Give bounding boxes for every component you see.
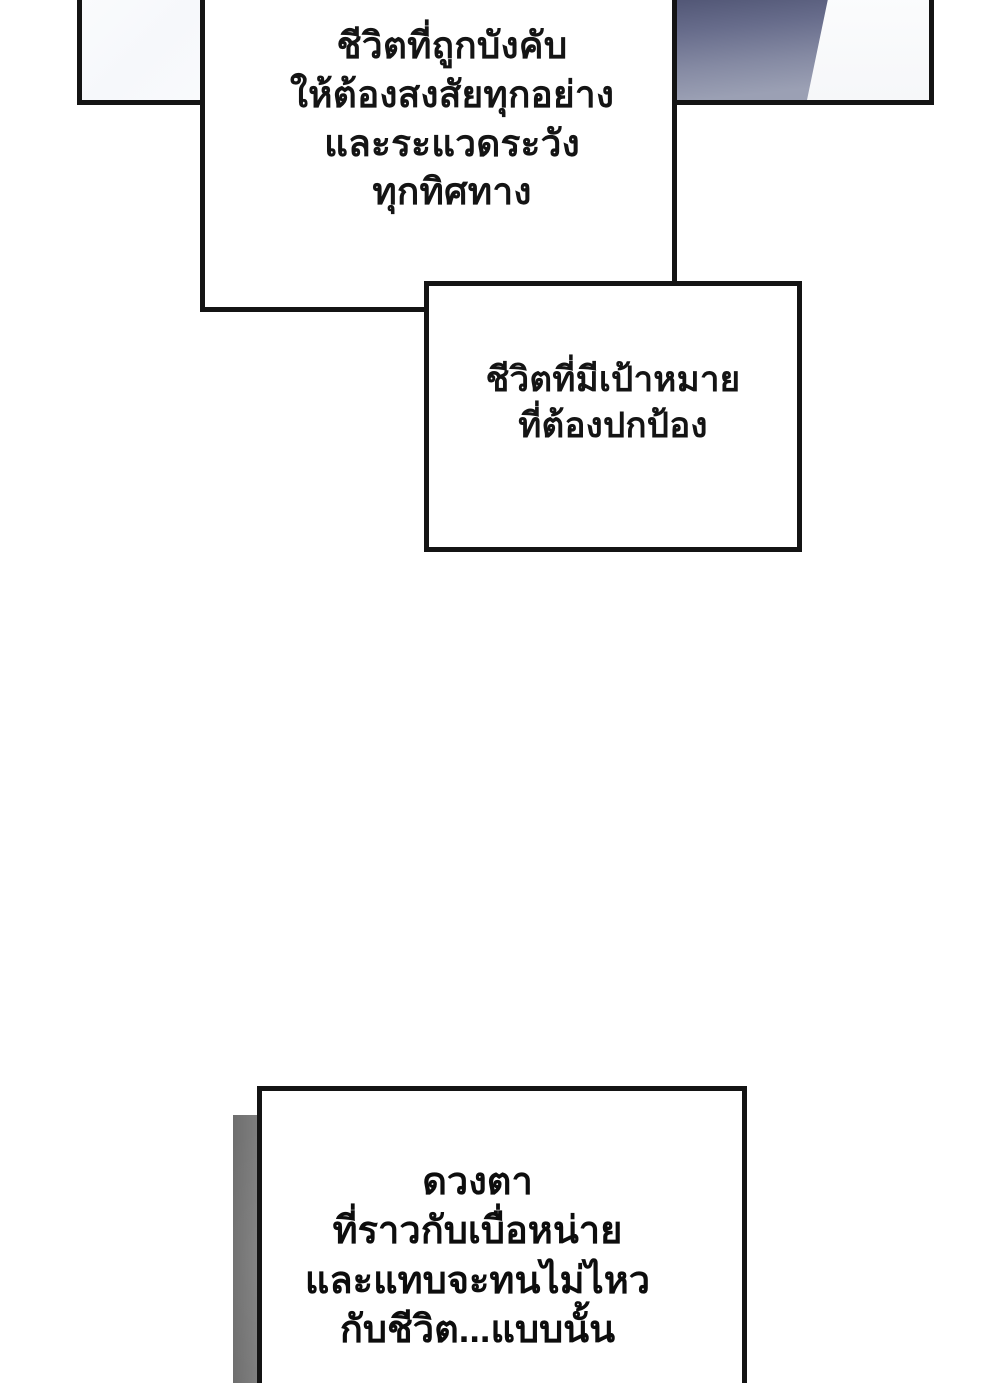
panel-top-narration [200, 0, 432, 312]
narration-top: ชีวิตที่ถูกบังคับ ให้ต้องสงสัยทุกอย่าง แ… [172, 22, 732, 217]
narration-middle-line-1: ชีวิตที่มีเป้าหมาย [485, 360, 741, 399]
narration-top-line-1: ชีวิตที่ถูกบังคับ [336, 25, 568, 66]
panel-middle-narration [424, 281, 802, 552]
caption-bottom-line-1: ดวงตา [419, 1157, 537, 1206]
caption-bottom-line-4: กับชีวิต...แบบนั้น [336, 1306, 618, 1355]
narration-middle: ชีวิตที่มีเป้าหมาย ที่ต้องปกป้อง [424, 357, 802, 449]
caption-bottom: ดวงตา ที่ราวกับเบื่อหน่าย และแทบจะทนไม่ไ… [233, 1157, 722, 1356]
narration-top-line-4: ทุกทิศทาง [372, 171, 532, 213]
panel-border-connector-right [672, 100, 803, 286]
caption-bottom-line-3: และแทบจะทนไม่ไหว [301, 1256, 653, 1305]
narration-middle-line-2: ที่ต้องปกป้อง [518, 406, 708, 446]
panel-bottom-frame [257, 1086, 747, 1383]
panel-top-right [672, 0, 934, 105]
caption-bottom-line-2: ที่ราวกับเบื่อหน่าย [329, 1207, 626, 1256]
gradient-shard-icon [677, 0, 828, 100]
narration-top-line-3: และระแวดระวัง [324, 122, 580, 164]
narration-top-line-2: ให้ต้องสงสัยทุกอย่าง [289, 73, 615, 115]
